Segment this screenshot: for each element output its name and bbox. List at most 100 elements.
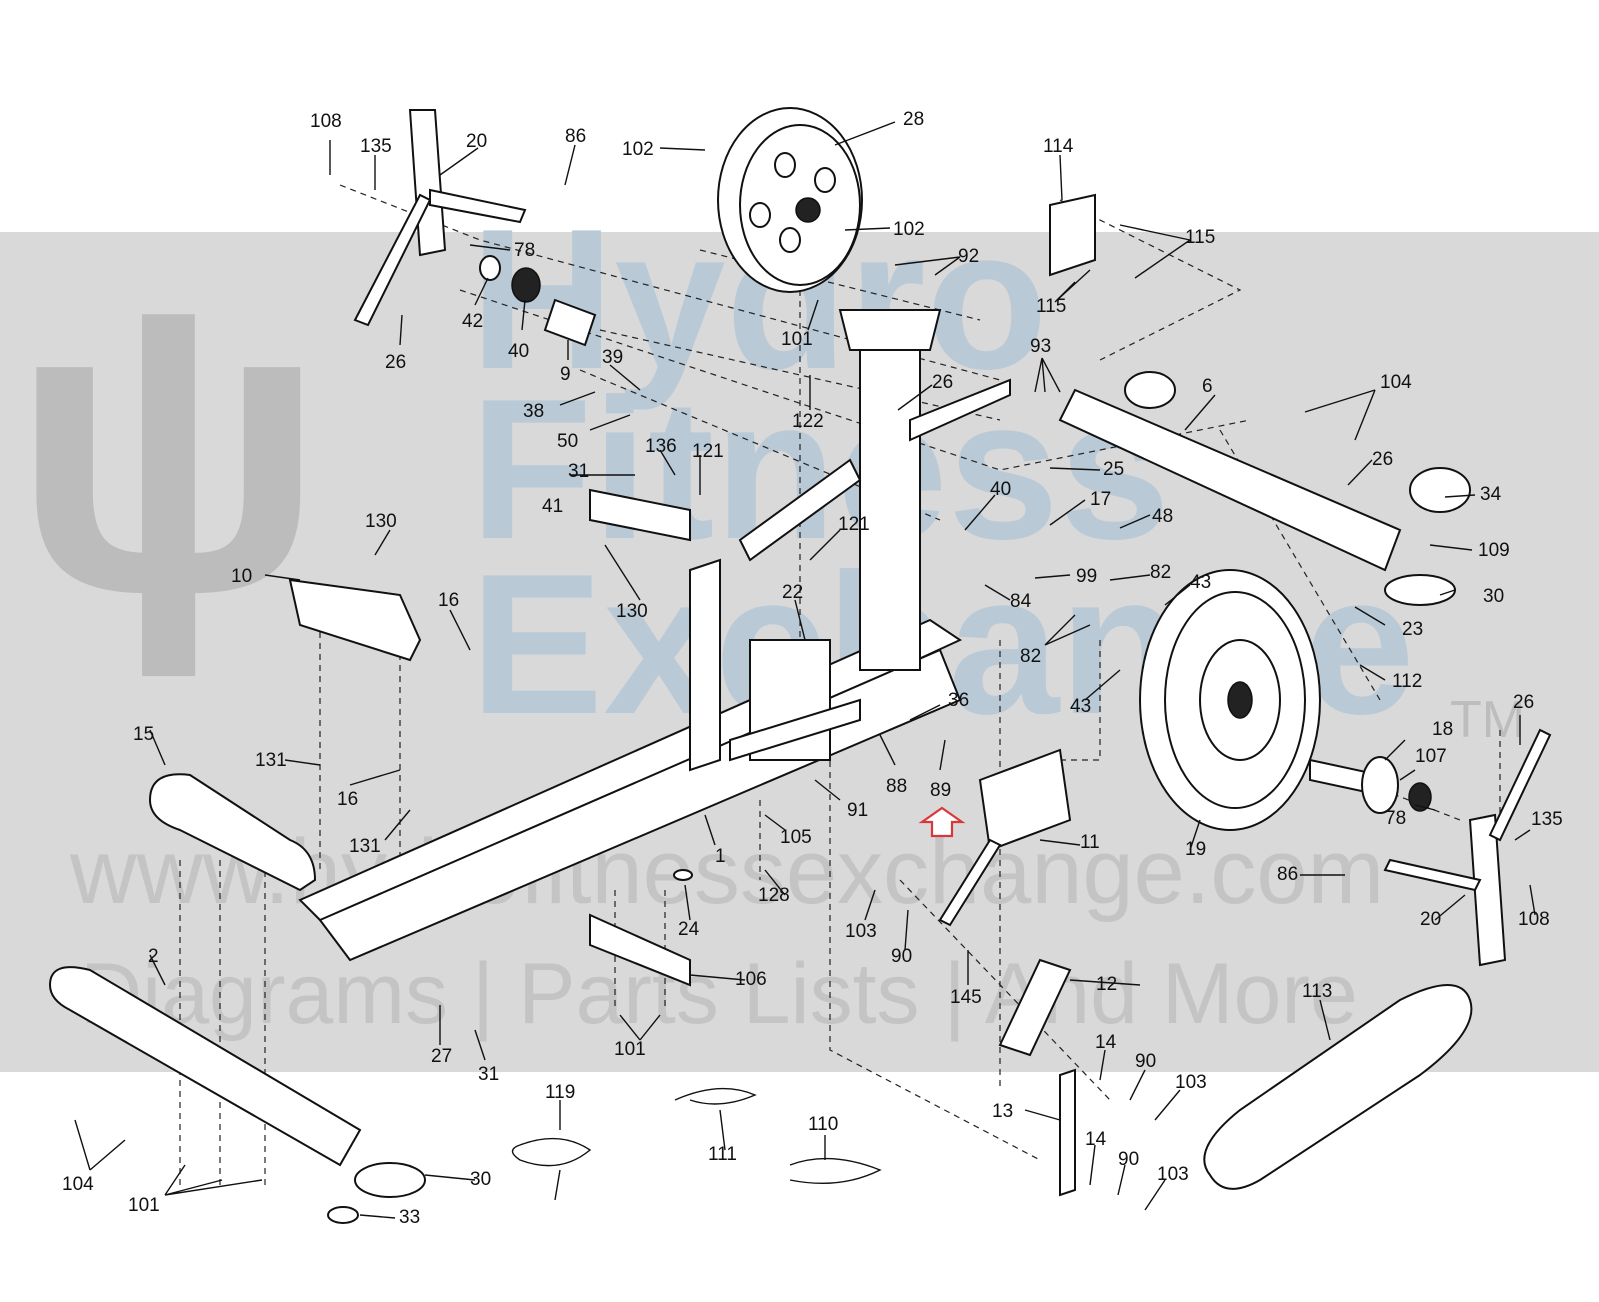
callout-c15: 15: [133, 724, 154, 745]
callout-c18: 18: [1432, 719, 1453, 740]
callout-c27: 27: [431, 1046, 452, 1067]
callout-c131a: 131: [255, 750, 287, 771]
callout-c31a: 31: [568, 461, 589, 482]
callout-c78a: 78: [514, 240, 535, 261]
callout-c16a: 16: [438, 590, 459, 611]
callout-c131b: 131: [349, 836, 381, 857]
callout-c22: 22: [782, 582, 803, 603]
callout-c1: 1: [715, 846, 726, 867]
callout-c130b: 130: [616, 601, 648, 622]
callout-c103b: 103: [1175, 1072, 1207, 1093]
callout-c78b: 78: [1385, 808, 1406, 829]
callout-c101a: 101: [781, 329, 813, 350]
callout-c135a: 135: [360, 136, 392, 157]
callout-c82b: 82: [1020, 646, 1041, 667]
callout-c110: 110: [808, 1114, 838, 1135]
callout-c26c: 26: [1372, 449, 1393, 470]
callout-c42: 42: [462, 311, 483, 332]
callout-c119: 119: [545, 1082, 575, 1103]
callout-c88: 88: [886, 776, 907, 797]
watermark-logo-icon: ψ: [10, 210, 327, 679]
callout-c9: 9: [560, 364, 571, 385]
callout-c103c: 103: [1157, 1164, 1189, 1185]
callout-c39: 39: [602, 347, 623, 368]
callout-c19: 19: [1185, 839, 1206, 860]
callout-c112: 112: [1392, 671, 1422, 692]
callout-c14b: 14: [1085, 1129, 1107, 1150]
flywheel-19: [1139, 569, 1321, 831]
callout-c41: 41: [542, 496, 563, 517]
callout-c16b: 16: [337, 789, 358, 810]
callout-c48: 48: [1152, 506, 1173, 527]
callout-c11: 11: [1080, 832, 1100, 853]
callout-c104a: 104: [1380, 372, 1412, 393]
callout-c101b: 101: [614, 1039, 646, 1060]
callout-c2: 2: [148, 946, 159, 967]
callout-c90b: 90: [1135, 1051, 1156, 1072]
callout-c84: 84: [1010, 591, 1032, 612]
leader-lines: [74, 121, 1536, 1219]
callout-c90c: 90: [1118, 1149, 1139, 1170]
callout-c26d: 26: [1513, 692, 1534, 713]
callout-c14a: 14: [1095, 1032, 1117, 1053]
callout-c20b: 20: [1420, 909, 1441, 930]
callout-c12: 12: [1096, 974, 1117, 995]
callout-c82a: 82: [1150, 562, 1171, 583]
callout-c31b: 31: [478, 1064, 499, 1085]
callout-c104b: 104: [62, 1174, 94, 1195]
callout-c26a: 26: [385, 352, 406, 373]
callout-c17: 17: [1090, 489, 1111, 510]
main-frame: [298, 309, 1011, 962]
callout-c115a: 115: [1185, 227, 1215, 248]
callout-c20a: 20: [466, 131, 487, 152]
motor-11: [978, 748, 1072, 852]
callout-c105: 105: [780, 827, 812, 848]
callout-c101c: 101: [128, 1195, 160, 1216]
callout-c86a: 86: [565, 126, 586, 147]
callout-c108a: 108: [310, 111, 342, 132]
callout-c145: 145: [950, 987, 982, 1008]
callout-c90a: 90: [891, 946, 912, 967]
callout-c34: 34: [1480, 484, 1502, 505]
left-upright-arm: [408, 109, 447, 257]
callout-c109: 109: [1478, 540, 1510, 561]
callout-c40a: 40: [508, 341, 529, 362]
parts: [48, 107, 1552, 1224]
callout-c114: 114: [1043, 136, 1074, 157]
callout-c108b: 108: [1518, 909, 1550, 930]
callout-c43a: 43: [1190, 572, 1211, 593]
callout-c136: 136: [645, 436, 677, 457]
callout-c91: 91: [847, 800, 868, 821]
callout-c25: 25: [1103, 459, 1124, 480]
callout-c24: 24: [678, 919, 700, 940]
callout-c135b: 135: [1531, 809, 1563, 830]
callout-c103a: 103: [845, 921, 877, 942]
callout-c30b: 30: [470, 1169, 491, 1190]
callout-c30a: 30: [1483, 586, 1504, 607]
callout-c113: 113: [1302, 981, 1332, 1002]
callout-c50: 50: [557, 431, 578, 452]
callout-c111: 111: [708, 1144, 737, 1165]
callout-c93: 93: [1030, 336, 1051, 357]
callout-c13: 13: [992, 1101, 1013, 1122]
callout-c28: 28: [903, 109, 924, 130]
callout-c26b: 26: [932, 372, 953, 393]
callout-c36: 36: [948, 690, 969, 711]
callout-c40b: 40: [990, 479, 1011, 500]
watermark-tagline: Diagrams | Parts Lists | And More: [80, 946, 1358, 1042]
callout-c106: 106: [735, 969, 767, 990]
callout-c130a: 130: [365, 511, 397, 532]
callout-c128: 128: [758, 885, 790, 906]
watermark-tm: TM: [1450, 691, 1526, 749]
callout-c43b: 43: [1070, 696, 1091, 717]
pulley-28: [717, 107, 863, 293]
up-arrow-icon: [918, 806, 966, 838]
callout-c122: 122: [792, 411, 824, 432]
callout-c23: 23: [1402, 619, 1423, 640]
drive-belt-113: [1203, 984, 1473, 1190]
callout-c99: 99: [1076, 566, 1097, 587]
callout-c33: 33: [399, 1207, 420, 1228]
callout-c38: 38: [523, 401, 544, 422]
